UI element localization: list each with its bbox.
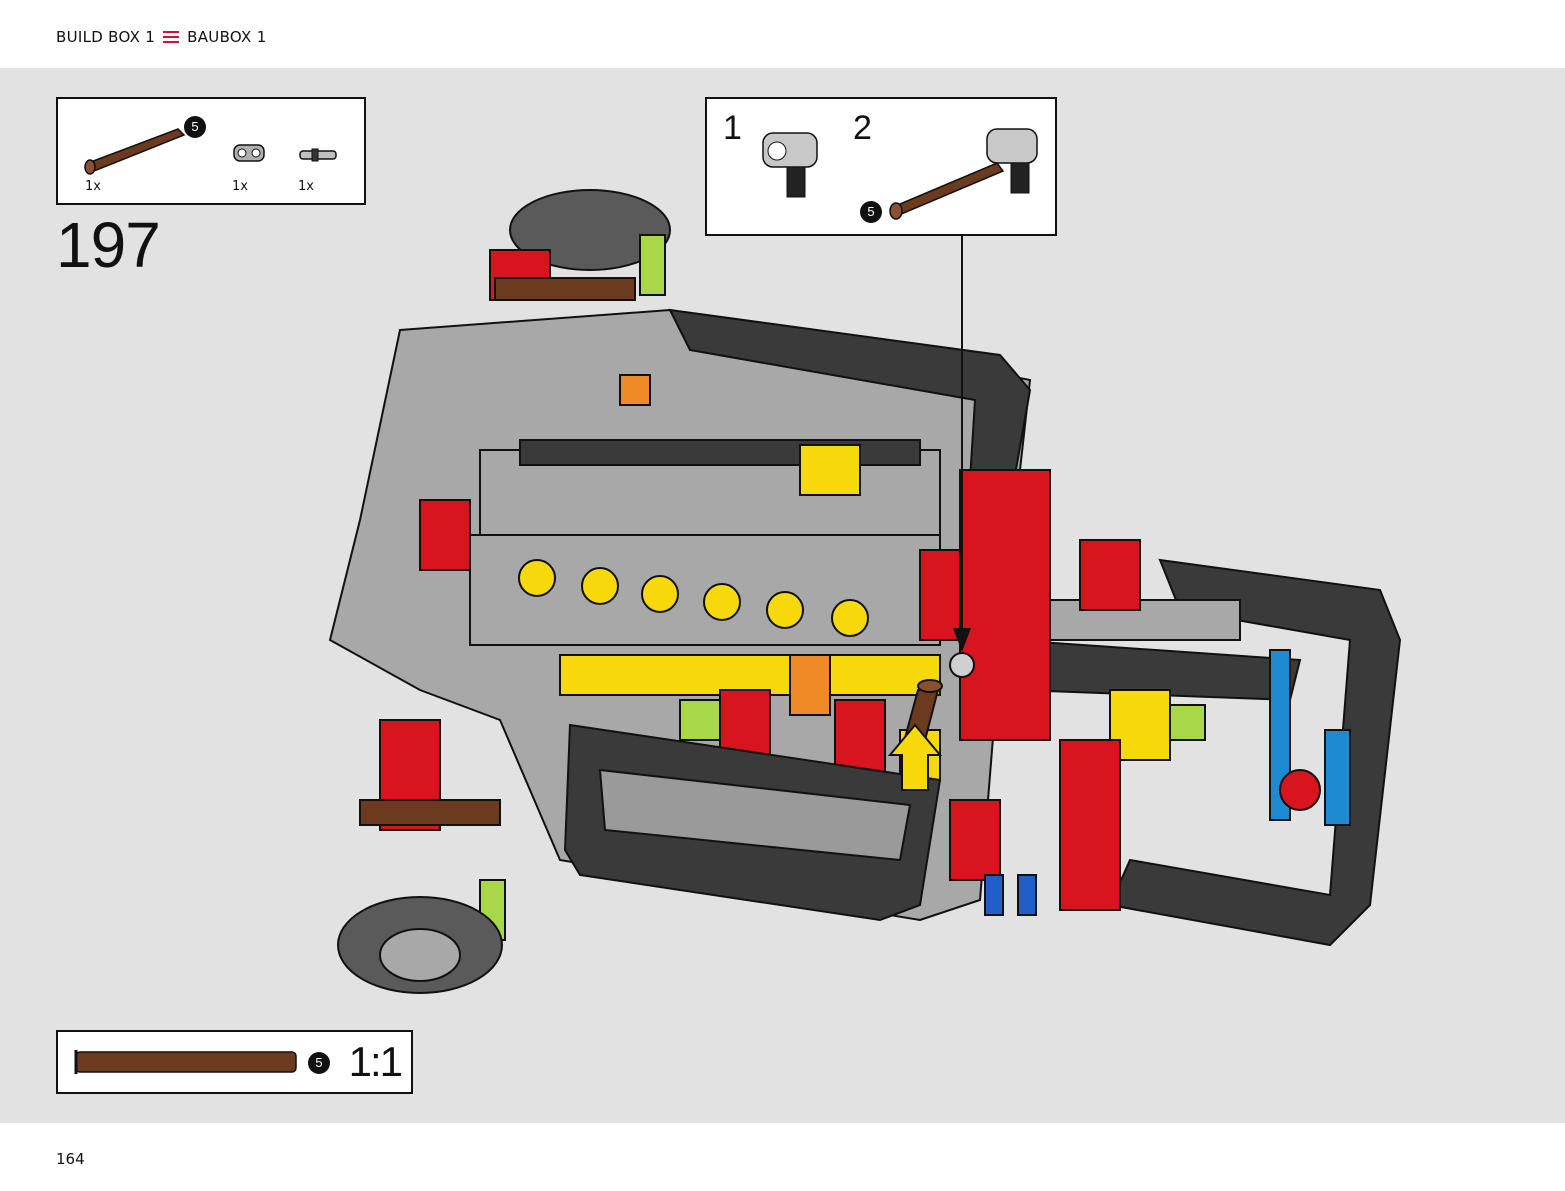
axle-connector-icon [233,144,265,162]
menu-icon [163,31,180,43]
axle-assembly-icon [889,128,1038,220]
breadcrumb-en: BUILD BOX 1 [56,28,156,46]
pin-icon [299,148,337,162]
page-header: BUILD BOX 1 BAUBOX 1 [0,0,1565,68]
breadcrumb: BUILD BOX 1 BAUBOX 1 [56,28,267,46]
substep-number: 2 [853,109,872,147]
scale-reference: 5 1:1 [56,1030,413,1094]
callout-arrow [953,236,971,652]
rear-frame [1008,539,1402,947]
part-count-badge: 5 [308,1052,330,1074]
part-qty: 1x [298,179,314,194]
front-frame [563,723,1037,922]
axle-5-icon [74,1050,297,1074]
part-qty: 1x [85,179,101,194]
part-count-badge: 5 [860,201,882,223]
parts-list: 5 1x 1x 1x [56,97,366,205]
axle-5-icon [84,128,186,175]
step-number: 197 [56,209,161,281]
scale-label: 1:1 [348,1038,403,1085]
new-axle [887,652,975,791]
page-number: 164 [56,1150,85,1168]
page-footer [0,1123,1565,1191]
breadcrumb-de: BAUBOX 1 [187,28,267,46]
front-suspension [337,189,671,994]
axle-connector-icon [762,132,818,198]
substep-number: 1 [723,109,742,147]
part-qty: 1x [232,179,248,194]
subassembly-callout: 1 2 5 [705,97,1057,236]
part-count-badge: 5 [184,116,206,138]
